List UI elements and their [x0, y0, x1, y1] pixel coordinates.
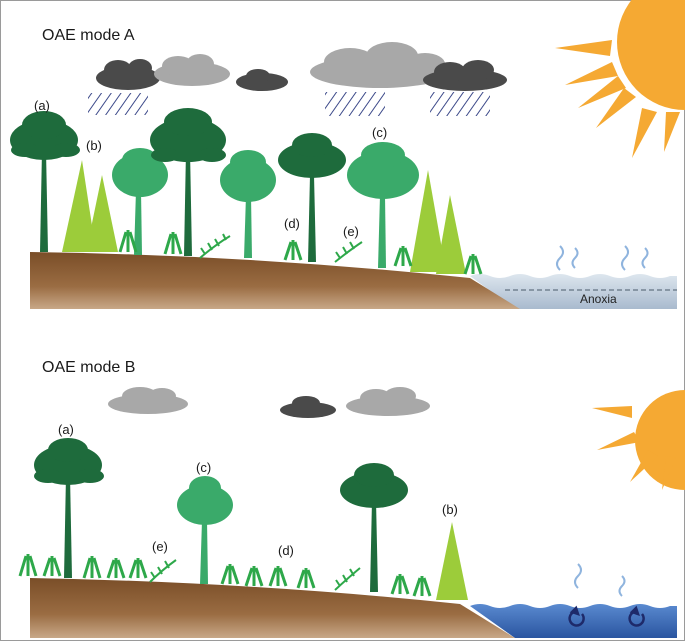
- fern-icon: [18, 554, 432, 597]
- frond-icon: [149, 559, 361, 591]
- broadleaf-tree-icon: [220, 150, 276, 258]
- conifer-tree-icon: [62, 160, 118, 252]
- araucaria-tree-icon: [340, 463, 408, 592]
- conifer-tree-icon: [410, 170, 466, 274]
- panel-b: OAE mode B: [18, 359, 685, 638]
- araucaria-tree-icon: [10, 111, 80, 252]
- label-d: (d): [284, 216, 300, 231]
- cloud-light-icon: [108, 387, 188, 414]
- araucaria-tree-icon: [34, 438, 104, 578]
- panel-b-title: OAE mode B: [42, 359, 135, 376]
- cloud-dark-icon: [96, 59, 160, 90]
- cloud-light-icon: [310, 42, 450, 88]
- panel-a: OAE mode A: [10, 0, 685, 309]
- rain-icon: [430, 92, 490, 116]
- water-oxic: [470, 604, 677, 638]
- soil-slope: [30, 578, 515, 638]
- label-d: (d): [278, 543, 294, 558]
- cloud-dark-icon: [423, 60, 507, 91]
- label-b: (b): [86, 138, 102, 153]
- steam-icon: [556, 245, 649, 271]
- cloud-dark-icon: [236, 69, 288, 91]
- cloud-light-icon: [154, 54, 230, 86]
- soil-slope: [30, 252, 520, 309]
- cloud-dark-icon: [280, 396, 336, 418]
- label-a: (a): [58, 422, 74, 437]
- frond-icon: [199, 233, 363, 263]
- broadleaf-tree-icon: [177, 476, 233, 584]
- label-e: (e): [343, 224, 359, 239]
- cloud-light-icon: [346, 387, 430, 416]
- label-c: (c): [372, 125, 387, 140]
- circulation-icon: [568, 605, 645, 627]
- label-b: (b): [442, 502, 458, 517]
- anoxia-label: Anoxia: [580, 292, 617, 306]
- sun-icon: [555, 0, 685, 158]
- rain-icon: [325, 92, 385, 116]
- conifer-tree-icon: [436, 522, 468, 600]
- steam-icon: [574, 563, 626, 597]
- label-a: (a): [34, 98, 50, 113]
- label-c: (c): [196, 460, 211, 475]
- panel-a-title: OAE mode A: [42, 27, 135, 44]
- broadleaf-tree-icon: [347, 142, 419, 268]
- water-anoxic: [470, 274, 677, 309]
- araucaria-tree-icon: [150, 108, 226, 256]
- rain-icon: [88, 93, 148, 115]
- broadleaf-tree-icon: [112, 148, 168, 255]
- fern-icon: [118, 230, 483, 275]
- sun-icon: [592, 390, 685, 490]
- araucaria-tree-icon: [278, 133, 346, 262]
- label-e: (e): [152, 539, 168, 554]
